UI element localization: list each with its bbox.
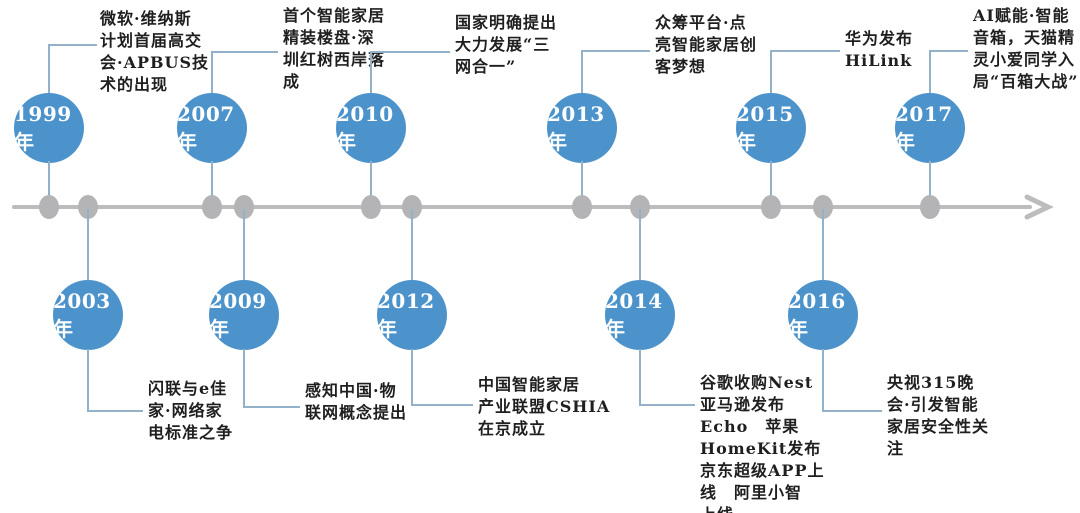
connector-line: [582, 50, 650, 52]
connector-line: [411, 349, 413, 406]
year-circle: 2003年: [53, 280, 123, 350]
connector-line: [929, 50, 931, 93]
event-description: AI赋能·智能 音箱，天猫精 灵小爱同学入 局“百箱大战”: [973, 6, 1079, 91]
connector-line: [48, 44, 50, 93]
timeline-node-dot: [813, 195, 833, 219]
year-label: 1999年: [14, 101, 72, 154]
year-label: 2017年: [895, 101, 953, 154]
timeline-node-dot: [761, 195, 781, 219]
connector-line: [211, 161, 213, 207]
connector-line: [640, 404, 695, 406]
timeline-node-dot: [202, 195, 222, 219]
connector-line: [370, 51, 372, 93]
year-circle: 2013年: [547, 93, 617, 163]
year-circle: 2016年: [788, 280, 858, 350]
connector-line: [48, 161, 50, 207]
event-description: 谷歌收购Nest 亚马逊发布 Echo 苹果 HomeKit发布 京东超级APP…: [700, 373, 825, 513]
timeline-axis: [12, 205, 1032, 209]
connector-line: [243, 349, 245, 408]
event-description: 闪联与e佳 家·网络家 电标准之争: [148, 379, 234, 442]
connector-line: [244, 406, 300, 408]
year-circle: 2007年: [177, 93, 247, 163]
connector-line: [243, 209, 245, 281]
year-circle: 2017年: [895, 93, 965, 163]
connector-line: [822, 349, 824, 412]
right-arrow-icon: [1024, 194, 1054, 220]
year-circle: 1999年: [14, 93, 84, 163]
timeline-node-dot: [361, 195, 381, 219]
connector-line: [581, 161, 583, 207]
timeline-node-dot: [78, 195, 98, 219]
connector-line: [770, 161, 772, 207]
connector-line: [581, 50, 583, 93]
year-label: 2012年: [377, 288, 435, 341]
connector-line: [823, 410, 882, 412]
connector-line: [929, 161, 931, 207]
timeline-node-dot: [572, 195, 592, 219]
timeline-node-dot: [920, 195, 940, 219]
year-label: 2003年: [53, 288, 111, 341]
event-description: 华为发布 HiLink: [845, 29, 914, 70]
year-label: 2007年: [177, 101, 235, 154]
connector-line: [212, 51, 278, 53]
connector-line: [639, 209, 641, 281]
year-circle: 2010年: [336, 93, 406, 163]
connector-line: [411, 209, 413, 281]
connector-line: [770, 50, 772, 93]
year-circle: 2014年: [605, 280, 675, 350]
event-description: 首个智能家居 精装楼盘·深 圳红树西岸落 成: [283, 6, 386, 91]
connector-line: [211, 51, 213, 93]
event-description: 众筹平台·点 亮智能家居创 客梦想: [655, 13, 758, 76]
event-description: 微软·维纳斯 计划首届高交 会·APBUS技 术的出现: [100, 9, 210, 94]
year-label: 2010年: [336, 101, 394, 154]
connector-line: [771, 50, 840, 52]
connector-line: [49, 44, 97, 46]
timeline-node-dot: [630, 195, 650, 219]
connector-line: [87, 349, 89, 412]
connector-line: [371, 51, 450, 53]
year-label: 2015年: [736, 101, 794, 154]
timeline-node-dot: [234, 195, 254, 219]
event-description: 国家明确提出 大力发展“三 网合一”: [455, 13, 558, 76]
event-description: 感知中国·物 联网概念提出: [305, 381, 408, 422]
connector-line: [639, 349, 641, 406]
year-label: 2016年: [788, 288, 846, 341]
connector-line: [822, 209, 824, 281]
event-description: 中国智能家居 产业联盟CSHIA 在京成立: [478, 375, 611, 438]
year-label: 2009年: [209, 288, 267, 341]
connector-line: [930, 50, 968, 52]
timeline-node-dot: [402, 195, 422, 219]
timeline-node-dot: [39, 195, 59, 219]
connector-line: [87, 209, 89, 281]
year-circle: 2012年: [377, 280, 447, 350]
connector-line: [370, 161, 372, 207]
connector-line: [412, 404, 473, 406]
year-label: 2013年: [547, 101, 605, 154]
year-circle: 2009年: [209, 280, 279, 350]
year-circle: 2015年: [736, 93, 806, 163]
event-description: 央视315晚 会·引发智能 家居安全性关 注: [887, 373, 990, 458]
connector-line: [88, 410, 143, 412]
year-label: 2014年: [605, 288, 663, 341]
